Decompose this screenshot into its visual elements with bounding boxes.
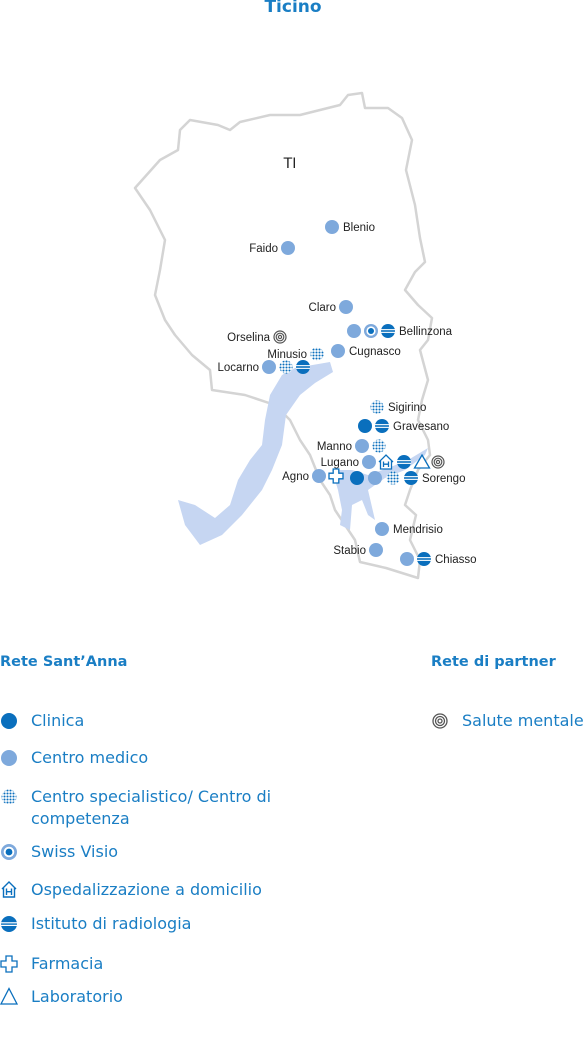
specialist-marker (386, 471, 400, 485)
specialist-marker (279, 360, 293, 374)
legend-label: Clinica (31, 711, 85, 730)
medical-marker (281, 241, 295, 255)
legend-label: Istituto di radiologia (31, 914, 192, 933)
location-label-sorengo: Sorengo (422, 473, 465, 485)
specialist-marker (370, 400, 384, 414)
medical-marker (347, 324, 361, 338)
medical-marker (362, 455, 376, 469)
legend-label: Farmacia (31, 954, 104, 973)
legend-label: Centro specialistico/ Centro di competen… (31, 787, 272, 828)
specialist-marker (310, 347, 324, 361)
specialist-marker (372, 439, 386, 453)
radiology-marker (417, 552, 431, 566)
lab-marker (413, 453, 431, 469)
location-label-stabio: Stabio (333, 545, 366, 557)
swissvisio-marker (364, 324, 378, 338)
legend-label: Swiss Visio (31, 842, 119, 861)
medical-marker (331, 344, 345, 358)
clinic-marker (350, 471, 364, 485)
medical-marker (355, 439, 369, 453)
medical-center-icon (1, 750, 17, 766)
legend-label: Salute mentale (462, 711, 584, 730)
medical-marker (375, 522, 389, 536)
home-hospital-icon (1, 881, 17, 898)
radiology-marker (404, 471, 418, 485)
homecare-marker (378, 454, 394, 470)
map-title: Ticino (264, 0, 322, 17)
medical-marker (312, 469, 326, 483)
location-label-locarno: Locarno (217, 362, 259, 374)
radiology-icon (1, 916, 17, 932)
location-label-blenio: Blenio (343, 222, 375, 234)
mental-health-icon (432, 713, 448, 729)
pharmacy-marker (328, 468, 344, 484)
legend-label: Centro medico (31, 748, 149, 767)
canton-label: TI (283, 156, 297, 172)
pharmacy-cross-icon (0, 955, 18, 973)
mental-marker (273, 330, 287, 344)
location-label-faido: Faido (249, 243, 278, 255)
location-label-sigirino: Sigirino (388, 402, 426, 414)
location-label-gravesano: Gravesano (393, 421, 449, 433)
own-network-heading: Rete Sant’Anna (0, 654, 128, 670)
mental-marker (431, 455, 445, 469)
location-label-chiasso: Chiasso (435, 554, 477, 566)
location-label-minusio: Minusio (267, 349, 307, 361)
medical-marker (369, 543, 383, 557)
specialist-center-icon (1, 789, 17, 805)
medical-marker (339, 300, 353, 314)
location-label-bellinzona: Bellinzona (399, 326, 453, 338)
clinic-icon (1, 713, 17, 729)
clinic-marker (358, 419, 372, 433)
legend-label: Laboratorio (31, 987, 123, 1006)
location-label-claro: Claro (309, 302, 336, 314)
medical-marker (262, 360, 276, 374)
location-label-cugnasco: Cugnasco (349, 346, 401, 358)
partner-network-heading: Rete di partner (431, 654, 556, 670)
location-label-agno: Agno (282, 471, 309, 483)
location-label-mendrisio: Mendrisio (393, 524, 443, 536)
medical-marker (368, 471, 382, 485)
medical-marker (400, 552, 414, 566)
radiology-marker (296, 360, 310, 374)
radiology-marker (397, 455, 411, 469)
location-label-orselina: Orselina (227, 332, 270, 344)
location-label-lugano: Lugano (321, 457, 359, 469)
swiss-visio-icon (1, 844, 17, 860)
laboratory-triangle-icon (0, 987, 19, 1005)
radiology-marker (381, 324, 395, 338)
radiology-marker (375, 419, 389, 433)
ticino-map: TI BlenioFaidoClaroBellinzonaOrselinaMin… (133, 91, 477, 580)
medical-marker (325, 220, 339, 234)
location-label-manno: Manno (317, 441, 352, 453)
legend-label: Ospedalizzazione a domicilio (31, 880, 262, 899)
